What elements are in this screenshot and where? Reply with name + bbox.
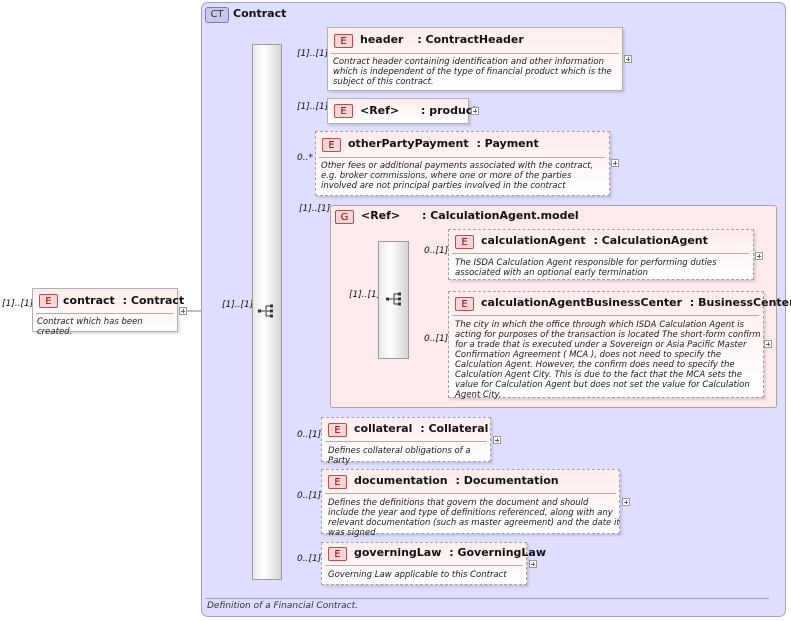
- expand-plus-icon[interactable]: [624, 55, 632, 63]
- expand-plus-icon[interactable]: [611, 159, 619, 167]
- element-name: contract: [63, 294, 115, 307]
- complex-type-badge: CT: [205, 7, 229, 23]
- element-badge: E: [328, 475, 347, 489]
- element-name: otherPartyPayment: [348, 137, 469, 150]
- element-product[interactable]: E <Ref> : product: [327, 98, 478, 124]
- element-name: documentation: [354, 474, 448, 487]
- element-name: <Ref>: [360, 104, 400, 117]
- element-name: collateral: [354, 422, 413, 435]
- group-type: : CalculationAgent.model: [422, 209, 579, 222]
- element-name: governingLaw: [354, 546, 442, 559]
- element-type: : Payment: [476, 137, 539, 150]
- element-badge: E: [455, 297, 474, 311]
- element-collateral[interactable]: E collateral : Collateral Defines collat…: [321, 417, 491, 466]
- element-type: : Collateral: [420, 422, 489, 435]
- element-documentation[interactable]: E documentation : Documentation Defines …: [321, 469, 620, 538]
- governingLaw-cardinality: 0..[1]: [297, 554, 322, 564]
- expand-plus-icon[interactable]: [755, 252, 763, 260]
- element-description: Contract header containing identificatio…: [333, 57, 612, 87]
- collateral-cardinality: 0..[1]: [297, 430, 322, 440]
- complex-type-title: Contract: [233, 7, 287, 20]
- group-badge: G: [335, 210, 354, 224]
- separator: [36, 313, 174, 314]
- element-type: : CalculationAgent: [593, 234, 708, 247]
- element-header[interactable]: E header : ContractHeader Contract heade…: [327, 27, 623, 91]
- group-cardinality: [1]..[1]: [299, 204, 331, 214]
- element-badge: E: [455, 235, 474, 249]
- otherPartyPayment-cardinality: 0..*: [297, 153, 313, 163]
- group-sequence-cardinality: [1]..[1]: [349, 290, 381, 300]
- calculationAgent-cardinality: 0..[1]: [424, 246, 449, 256]
- element-type: : product: [421, 104, 478, 117]
- complex-type-description: Definition of a Financial Contract.: [207, 601, 359, 611]
- element-description: The city in which the office through whi…: [455, 320, 761, 400]
- product-cardinality: [1]..[1]: [297, 102, 329, 112]
- element-badge: E: [39, 294, 58, 308]
- sequence-icon: [258, 304, 273, 318]
- element-description: Contract which has been created.: [37, 317, 143, 337]
- expand-plus-icon[interactable]: [493, 436, 501, 444]
- element-badge: E: [328, 547, 347, 561]
- sequence-cardinality: [1]..[1]: [222, 300, 254, 310]
- element-description: Governing Law applicable to this Contrac…: [328, 570, 507, 580]
- separator: [319, 157, 605, 158]
- sequence-icon: [386, 292, 401, 306]
- element-otherPartyPayment[interactable]: E otherPartyPayment : Payment Other fees…: [315, 131, 610, 196]
- element-description: The ISDA Calculation Agent responsible f…: [455, 258, 717, 278]
- expand-plus-icon[interactable]: [622, 498, 630, 506]
- element-description: Other fees or additional payments associ…: [321, 161, 594, 191]
- header-cardinality: [1]..[1]: [297, 49, 329, 59]
- element-type: : BusinessCenter: [689, 296, 791, 309]
- group-name: <Ref>: [361, 209, 401, 222]
- separator: [331, 53, 619, 54]
- element-calculationAgent[interactable]: E calculationAgent : CalculationAgent Th…: [448, 229, 754, 280]
- element-calculationAgentBusinessCenter[interactable]: E calculationAgentBusinessCenter : Busin…: [448, 291, 791, 400]
- element-badge: E: [334, 34, 353, 48]
- separator: [205, 598, 769, 599]
- separator: [452, 253, 749, 254]
- expand-plus-icon[interactable]: [764, 340, 772, 348]
- element-badge: E: [328, 423, 347, 437]
- element-description: Defines collateral obligations of a Part…: [328, 446, 471, 466]
- element-type: : ContractHeader: [417, 33, 524, 46]
- element-type: : Documentation: [455, 474, 559, 487]
- element-name: calculationAgent: [481, 234, 586, 247]
- element-description: Defines the definitions that govern the …: [328, 498, 620, 538]
- expand-plus-icon[interactable]: [179, 307, 187, 315]
- element-contract[interactable]: E contract : Contract Contract which has…: [32, 288, 184, 337]
- element-badge: E: [322, 138, 341, 152]
- calculationAgentBusinessCenter-cardinality: 0..[1]: [424, 334, 449, 344]
- documentation-cardinality: 0..[1]: [297, 491, 322, 501]
- element-type: : GoverningLaw: [449, 546, 547, 559]
- separator: [452, 315, 759, 316]
- separator: [325, 565, 523, 566]
- element-type: : Contract: [122, 294, 185, 307]
- expand-plus-icon[interactable]: [529, 560, 537, 568]
- expand-plus-icon[interactable]: [471, 107, 479, 115]
- separator: [325, 493, 616, 494]
- element-name: calculationAgentBusinessCenter: [481, 296, 683, 309]
- element-badge: E: [334, 104, 353, 118]
- element-governingLaw[interactable]: E governingLaw : GoverningLaw Governing …: [321, 542, 546, 585]
- element-name: header: [360, 33, 404, 46]
- sequence-compositor[interactable]: [252, 44, 282, 580]
- separator: [325, 441, 487, 442]
- root-cardinality: [1]..[1]: [2, 299, 34, 309]
